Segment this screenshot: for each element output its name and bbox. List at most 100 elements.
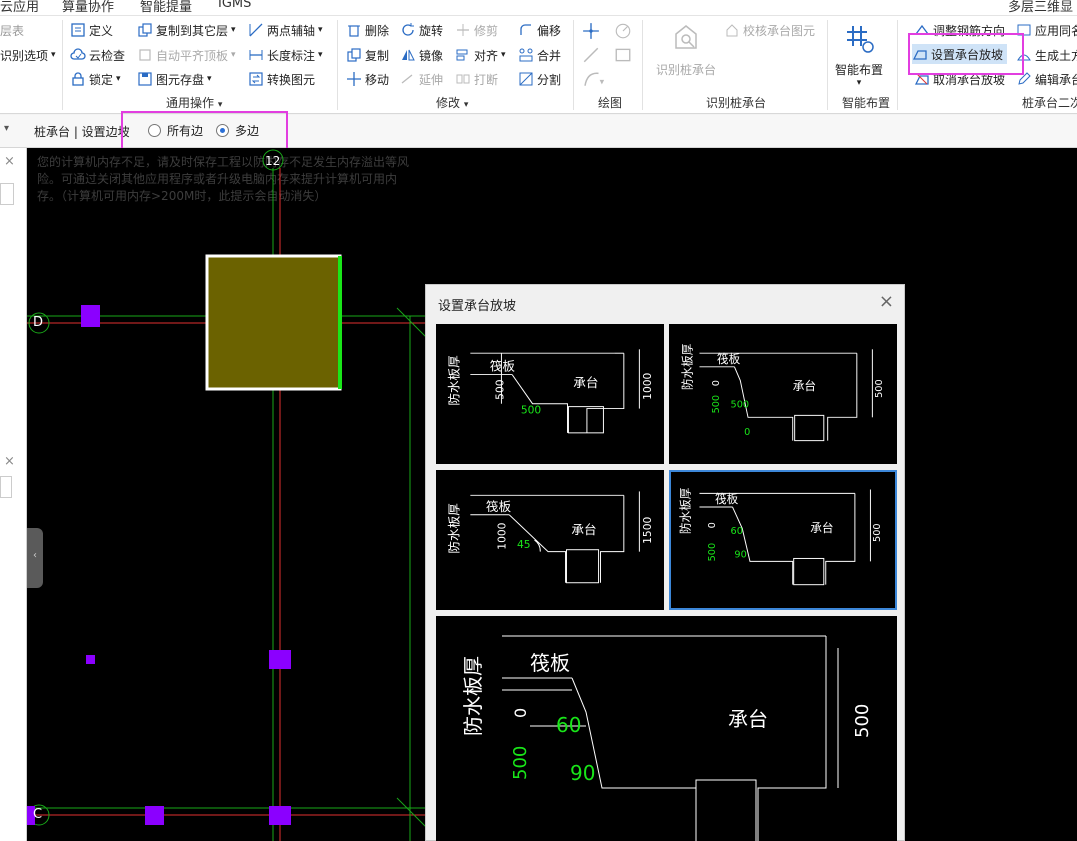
rebar-icon xyxy=(914,22,930,38)
grid-line-green xyxy=(396,797,428,829)
offset-button[interactable]: 偏移 xyxy=(518,20,561,40)
align-button[interactable]: 对齐▾ xyxy=(455,45,506,65)
chevron-down-icon: ▾ xyxy=(318,25,323,35)
slope-option-4-selected[interactable]: 防水板厚 筏板 承台 0 60 500 90 500 xyxy=(669,470,897,610)
identify-options-button[interactable]: 识别选项▾ xyxy=(0,45,56,65)
divider xyxy=(827,20,828,110)
slope-option-1[interactable]: 防水板厚 筏板 承台 500 500 1000 xyxy=(436,324,664,464)
svg-text:防水板厚: 防水板厚 xyxy=(681,343,695,390)
copy-to-layer-button[interactable]: 复制到其它层▾ xyxy=(137,20,236,40)
define-label: 定义 xyxy=(89,23,114,38)
chevron-down-icon[interactable]: ▾ xyxy=(4,123,10,134)
trim-button[interactable]: 修剪 xyxy=(455,20,498,40)
two-point-axis-button[interactable]: 两点辅轴▾ xyxy=(248,20,323,40)
svg-text:500: 500 xyxy=(874,379,885,398)
element-save-button[interactable]: 图元存盘▾ xyxy=(137,69,212,89)
group-label-modify[interactable]: 修改 ▾ xyxy=(436,94,468,111)
panel-expand-button[interactable] xyxy=(0,476,12,498)
point-tool-icon[interactable] xyxy=(582,22,600,43)
group-label-draw: 绘图 xyxy=(598,96,623,110)
close-icon[interactable]: × xyxy=(4,454,15,469)
move-button[interactable]: 移动 xyxy=(346,69,389,89)
layer-table-label: 层表 xyxy=(0,23,25,38)
identify-cap-button[interactable]: 识别桩承台 xyxy=(651,22,721,78)
pile-cap xyxy=(205,254,342,391)
rotate-button[interactable]: 旋转 xyxy=(400,20,443,40)
lock-label: 锁定 xyxy=(89,72,114,87)
divider xyxy=(573,20,574,110)
highlight-edge-options xyxy=(121,111,288,153)
check-cap-button[interactable]: 校核承台图元 xyxy=(724,20,815,40)
extend-button[interactable]: 延伸 xyxy=(400,69,443,89)
edit-icon xyxy=(1016,71,1032,87)
panel-collapse-handle[interactable]: ‹ xyxy=(27,528,43,588)
svg-text:承台: 承台 xyxy=(810,521,833,535)
slope-option-2[interactable]: 防水板厚 筏板 承台 0 500 500 0 500 xyxy=(669,324,897,464)
edit-cap-button[interactable]: 编辑承台 xyxy=(1016,69,1077,89)
delete-button[interactable]: 删除 xyxy=(346,20,389,40)
auto-flush-button[interactable]: 自动平齐顶板▾ xyxy=(137,45,236,65)
dialog-title: 设置承台放坡 xyxy=(438,299,517,314)
arc-tool-icon[interactable]: ▾ xyxy=(582,70,606,91)
identify-cap-label: 识别桩承台 xyxy=(655,63,716,77)
radio-all-edges[interactable]: 所有边 xyxy=(148,122,203,139)
axis-label-c: C xyxy=(33,807,43,822)
copy-button[interactable]: 复制 xyxy=(346,45,389,65)
menu-collab[interactable]: 算量协作 xyxy=(62,0,115,15)
radio-multi-edges[interactable]: 多边 xyxy=(216,122,259,139)
dimension-icon xyxy=(248,47,264,63)
menu-igms[interactable]: IGMS xyxy=(218,0,252,11)
angle-tool-icon[interactable] xyxy=(614,22,632,43)
svg-text:1000: 1000 xyxy=(641,372,654,399)
define-icon xyxy=(70,22,86,38)
check-icon xyxy=(724,22,740,38)
svg-text:防水板厚: 防水板厚 xyxy=(447,355,462,406)
svg-text:筏板: 筏板 xyxy=(717,352,741,366)
svg-text:500: 500 xyxy=(521,403,542,416)
menu-bar: 云应用 算量协作 智能提量 IGMS 多层三维显示 xyxy=(0,0,1077,34)
merge-button[interactable]: 合并 xyxy=(518,45,561,65)
layer-table-button[interactable]: 层表 xyxy=(0,20,24,40)
svg-text:筏板: 筏板 xyxy=(715,492,739,506)
svg-text:承台: 承台 xyxy=(573,375,598,390)
cancel-cap-slope-button[interactable]: 取消承台放坡 xyxy=(914,69,1005,89)
pile-marker xyxy=(269,650,291,669)
panel-expand-button[interactable] xyxy=(0,183,14,205)
pile-marker xyxy=(86,655,95,664)
apply-same-name-button[interactable]: 应用同名 xyxy=(1016,20,1077,40)
split-button[interactable]: 分割 xyxy=(518,69,561,89)
break-label: 打断 xyxy=(474,72,499,87)
define-button[interactable]: 定义 xyxy=(70,20,113,40)
smart-layout-button[interactable]: 智能布置 ▾ xyxy=(831,22,887,88)
lock-button[interactable]: 锁定▾ xyxy=(70,69,121,89)
svg-text:▾: ▾ xyxy=(600,78,605,88)
slope-option-3[interactable]: 防水板厚 筏板 承台 1000 45 1500 xyxy=(436,470,664,610)
chevron-down-icon: ▾ xyxy=(217,100,223,110)
common-ops-label: 通用操作 xyxy=(166,96,215,110)
apply-icon xyxy=(1016,22,1032,38)
convert-element-button[interactable]: 转换图元 xyxy=(248,69,315,89)
offset-icon xyxy=(518,22,534,38)
memory-warning: 您的计算机内存不足，请及时保存工程以防内存不足发生内存溢出等风险。可通过关闭其他… xyxy=(37,155,410,203)
slope-diagram-3: 防水板厚 筏板 承台 1000 45 1500 xyxy=(447,491,654,584)
set-cap-slope-button[interactable]: 设置承台放坡 xyxy=(912,44,1008,64)
line-tool-icon[interactable] xyxy=(582,46,600,67)
menu-smart-extract[interactable]: 智能提量 xyxy=(140,0,193,15)
move-icon xyxy=(346,71,362,87)
close-icon[interactable]: × xyxy=(878,291,894,312)
menu-cloud-apps[interactable]: 云应用 xyxy=(0,0,40,15)
chevron-down-icon: ▾ xyxy=(231,50,236,60)
close-icon[interactable]: × xyxy=(4,154,15,169)
copy-to-layer-label: 复制到其它层 xyxy=(156,23,229,38)
cloud-check-button[interactable]: 云检查 xyxy=(70,45,125,65)
cad-drawing xyxy=(27,149,428,841)
axis-bubble-d xyxy=(28,312,50,334)
extend-icon xyxy=(400,71,416,87)
radio-circle-selected xyxy=(216,124,229,137)
break-button[interactable]: 打断 xyxy=(455,69,498,89)
mirror-button[interactable]: 镜像 xyxy=(400,45,443,65)
length-mark-button[interactable]: 长度标注▾ xyxy=(248,45,323,65)
rect-tool-icon[interactable] xyxy=(614,46,632,67)
group-label-common-ops[interactable]: 通用操作 ▾ xyxy=(166,94,222,111)
generate-soil-button[interactable]: 生成土方 xyxy=(1016,45,1077,65)
